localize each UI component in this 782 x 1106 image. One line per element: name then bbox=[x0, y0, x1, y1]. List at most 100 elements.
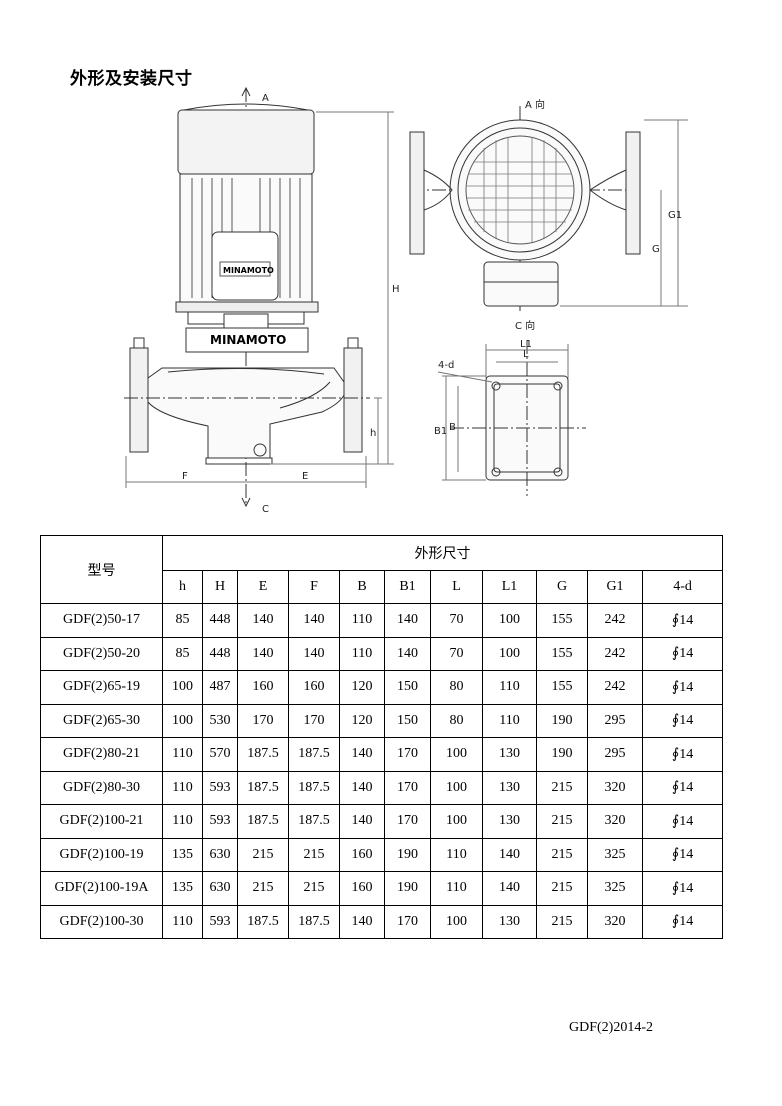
value-cell: 187.5 bbox=[288, 904, 340, 939]
value-cell: 170 bbox=[384, 804, 431, 839]
column-header: G bbox=[536, 570, 588, 604]
value-cell: 242 bbox=[587, 636, 643, 671]
label-dim-L1: L1 bbox=[520, 339, 532, 350]
value-cell: 140 bbox=[237, 636, 289, 671]
value-cell: ∮14 bbox=[641, 871, 724, 906]
column-header: E bbox=[237, 570, 289, 604]
value-cell: 110 bbox=[339, 603, 385, 638]
value-cell: 170 bbox=[237, 703, 289, 738]
model-cell: GDF(2)100-19A bbox=[40, 871, 163, 906]
label-dim-H: H bbox=[392, 284, 400, 295]
value-cell: 487 bbox=[202, 670, 238, 705]
value-cell: 85 bbox=[162, 603, 203, 638]
value-cell: 100 bbox=[430, 770, 483, 805]
value-cell: 215 bbox=[288, 871, 340, 906]
value-cell: 187.5 bbox=[288, 737, 340, 772]
column-header: F bbox=[288, 570, 340, 604]
value-cell: 325 bbox=[587, 871, 643, 906]
value-cell: 85 bbox=[162, 636, 203, 671]
value-cell: 160 bbox=[339, 871, 385, 906]
value-cell: 593 bbox=[202, 804, 238, 839]
value-cell: 80 bbox=[430, 703, 483, 738]
value-cell: 190 bbox=[384, 871, 431, 906]
value-cell: 130 bbox=[482, 904, 537, 939]
model-cell: GDF(2)100-30 bbox=[40, 904, 163, 939]
value-cell: 448 bbox=[202, 603, 238, 638]
label-dim-4d: 4-d bbox=[438, 360, 454, 371]
value-cell: 140 bbox=[288, 636, 340, 671]
value-cell: 215 bbox=[536, 770, 588, 805]
value-cell: 215 bbox=[536, 837, 588, 872]
value-cell: 530 bbox=[202, 703, 238, 738]
value-cell: 190 bbox=[384, 837, 431, 872]
pump-front-view bbox=[124, 86, 394, 508]
value-cell: 140 bbox=[339, 737, 385, 772]
value-cell: 320 bbox=[587, 804, 643, 839]
value-cell: 135 bbox=[162, 837, 203, 872]
value-cell: 242 bbox=[587, 603, 643, 638]
value-cell: 140 bbox=[339, 804, 385, 839]
value-cell: 325 bbox=[587, 837, 643, 872]
value-cell: 160 bbox=[288, 670, 340, 705]
model-cell: GDF(2)65-19 bbox=[40, 670, 163, 705]
value-cell: 140 bbox=[339, 904, 385, 939]
value-cell: 140 bbox=[384, 603, 431, 638]
column-header: 4-d bbox=[641, 570, 724, 604]
label-dim-G: G bbox=[652, 244, 660, 255]
value-cell: 215 bbox=[536, 904, 588, 939]
value-cell: 140 bbox=[482, 837, 537, 872]
value-cell: 100 bbox=[482, 603, 537, 638]
value-cell: 187.5 bbox=[237, 804, 289, 839]
label-dim-h: h bbox=[370, 428, 376, 439]
value-cell: 150 bbox=[384, 703, 431, 738]
label-dim-B: B bbox=[449, 422, 456, 433]
brand-motor: MINAMOTO bbox=[223, 266, 274, 275]
label-dim-B1: B1 bbox=[434, 426, 447, 437]
value-cell: 140 bbox=[482, 871, 537, 906]
column-header: h bbox=[162, 570, 203, 604]
label-dim-E: E bbox=[302, 471, 308, 482]
value-cell: 593 bbox=[202, 770, 238, 805]
brand-pump: MINAMOTO bbox=[210, 333, 286, 347]
value-cell: ∮14 bbox=[641, 904, 724, 939]
value-cell: 187.5 bbox=[237, 737, 289, 772]
value-cell: 110 bbox=[162, 737, 203, 772]
value-cell: 110 bbox=[482, 703, 537, 738]
value-cell: 70 bbox=[430, 603, 483, 638]
value-cell: ∮14 bbox=[641, 670, 724, 705]
model-cell: GDF(2)80-30 bbox=[40, 770, 163, 805]
value-cell: 160 bbox=[339, 837, 385, 872]
value-cell: 320 bbox=[587, 770, 643, 805]
value-cell: 242 bbox=[587, 670, 643, 705]
value-cell: 130 bbox=[482, 804, 537, 839]
value-cell: ∮14 bbox=[641, 770, 724, 805]
view-c-drawing bbox=[437, 340, 586, 496]
value-cell: 130 bbox=[482, 737, 537, 772]
model-cell: GDF(2)100-19 bbox=[40, 837, 163, 872]
value-cell: 100 bbox=[162, 670, 203, 705]
value-cell: 187.5 bbox=[237, 904, 289, 939]
value-cell: 110 bbox=[482, 670, 537, 705]
value-cell: 320 bbox=[587, 904, 643, 939]
label-dim-F: F bbox=[182, 471, 188, 482]
model-cell: GDF(2)65-30 bbox=[40, 703, 163, 738]
value-cell: 295 bbox=[587, 737, 643, 772]
value-cell: 295 bbox=[587, 703, 643, 738]
column-header: L1 bbox=[482, 570, 537, 604]
model-cell: GDF(2)50-17 bbox=[40, 603, 163, 638]
value-cell: 170 bbox=[384, 904, 431, 939]
dimension-group-header: 外形尺寸 bbox=[161, 535, 724, 571]
value-cell: 187.5 bbox=[288, 770, 340, 805]
value-cell: 150 bbox=[384, 670, 431, 705]
value-cell: 187.5 bbox=[288, 804, 340, 839]
value-cell: 140 bbox=[384, 636, 431, 671]
value-cell: ∮14 bbox=[641, 804, 724, 839]
